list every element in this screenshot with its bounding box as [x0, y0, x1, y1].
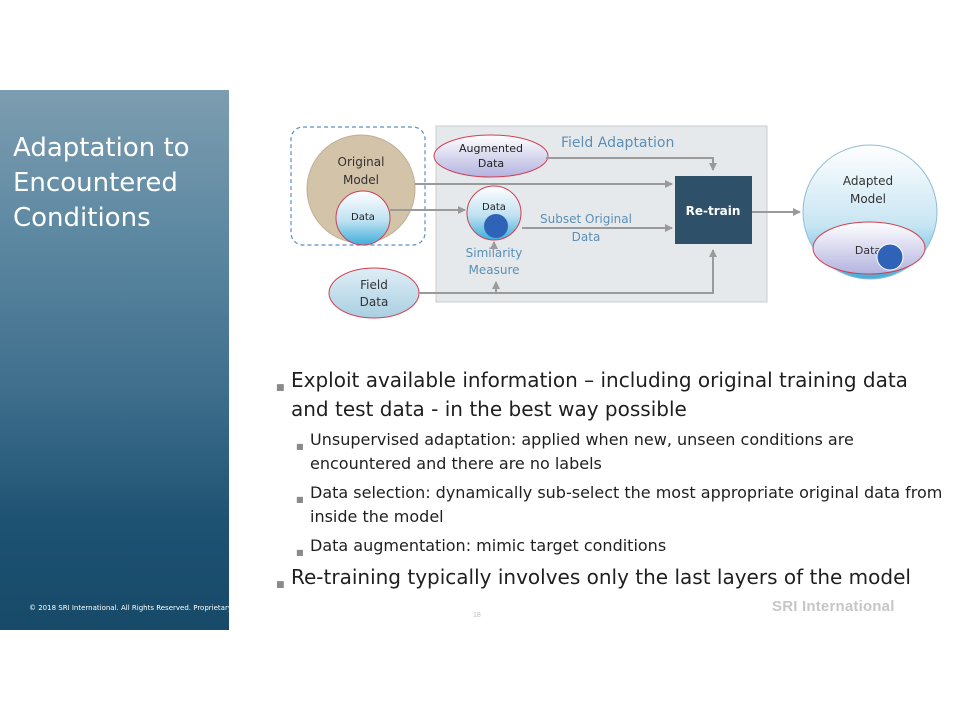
field-data-oval [328, 267, 420, 319]
sri-logo: SRI International [772, 598, 895, 615]
original-model-label-2: Model [343, 173, 379, 187]
augmented-data-label-1: Augmented [459, 142, 523, 155]
similarity-label-1: Similarity [466, 246, 523, 260]
sub-bullet-text: Unsupervised adaptation: applied when ne… [310, 430, 854, 473]
bullet-item: ■ Exploit available information – includ… [276, 366, 946, 424]
sub-bullet-marker-icon: ■ [296, 495, 304, 504]
field-adaptation-label: Field Adaptation [561, 135, 674, 151]
bullet-text: Exploit available information – includin… [291, 368, 908, 421]
adapted-model-label-1: Adapted [843, 174, 893, 188]
bullet-marker-icon: ■ [276, 580, 285, 590]
retrain-label: Re-train [686, 204, 741, 218]
field-data-label-1: Field [360, 278, 388, 292]
bullet-item: ■ Re-training typically involves only th… [276, 563, 946, 592]
arrow-field-data-to-retrain [419, 249, 717, 294]
adapted-data-label: Data [855, 244, 881, 257]
sub-bullet-text: Data augmentation: mimic target conditio… [310, 536, 667, 555]
sub-bullet-text: Data selection: dynamically sub-select t… [310, 483, 943, 526]
slide-title: Adaptation to Encountered Conditions [13, 133, 190, 233]
sub-bullet-marker-icon: ■ [296, 442, 304, 451]
diagram-arrows [390, 157, 801, 294]
augmented-data-label-2: Data [478, 157, 504, 170]
similarity-label-2: Measure [469, 263, 520, 277]
bullet-text: Re-training typically involves only the … [291, 565, 911, 589]
sub-bullet-item: ■ Data selection: dynamically sub-select… [276, 481, 946, 529]
original-model-label-1: Original [338, 155, 385, 169]
sub-bullet-item: ■ Unsupervised adaptation: applied when … [276, 428, 946, 476]
adapted-model-label-2: Model [850, 192, 886, 206]
sub-bullet-marker-icon: ■ [296, 548, 304, 557]
copyright-notice: © 2018 SRI International. All Rights Res… [29, 604, 232, 612]
retrain-box [675, 176, 752, 244]
sub-bullet-item: ■ Data augmentation: mimic target condit… [276, 534, 946, 558]
title-sidebar: Adaptation to Encountered Conditions © 2… [0, 90, 232, 630]
field-data-label-2: Data [360, 295, 389, 309]
adapted-data-dot [876, 243, 904, 271]
arrow-augmented-to-retrain [546, 157, 717, 171]
subset-original-label-1: Subset Original [540, 212, 632, 226]
page-number: 18 [473, 612, 481, 619]
bullet-list: ■ Exploit available information – includ… [276, 366, 946, 596]
augmented-data-oval [433, 134, 549, 178]
original-data-circle [335, 190, 391, 246]
subset-data-dot [484, 214, 508, 238]
original-data-label: Data [351, 212, 375, 223]
subset-data-label: Data [482, 202, 506, 213]
subset-original-label-2: Data [572, 230, 601, 244]
bullet-marker-icon: ■ [276, 383, 285, 393]
